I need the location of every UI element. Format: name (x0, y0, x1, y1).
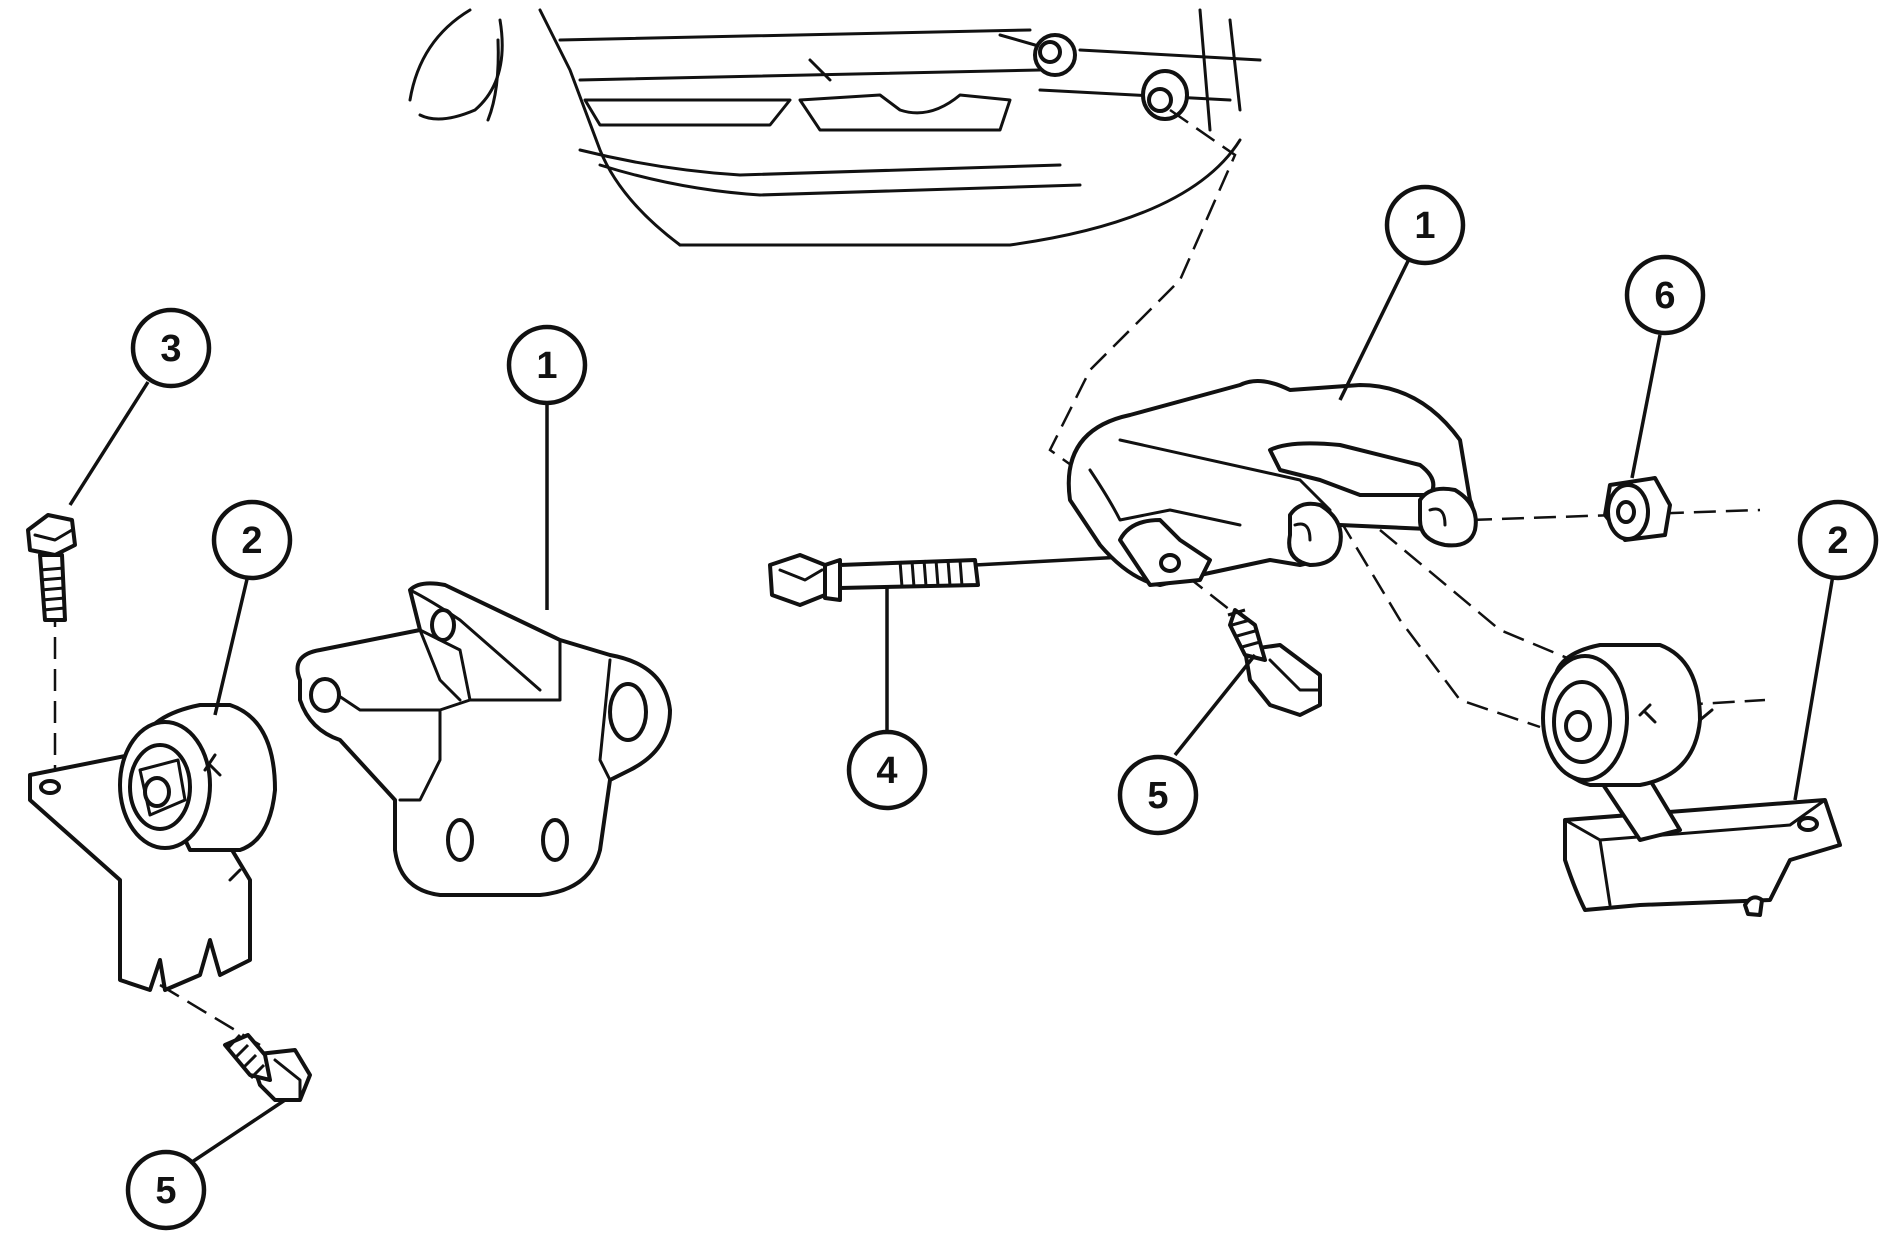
callout-4-label: 4 (876, 750, 897, 792)
callout-2-left-label: 2 (241, 520, 262, 562)
callout-2-right-label: 2 (1827, 520, 1848, 562)
callout-1-left-label: 1 (536, 345, 557, 387)
mount-bracket-right (1066, 379, 1478, 587)
callout-3-label: 3 (160, 328, 181, 370)
nut-6 (1603, 476, 1672, 542)
bolt-4 (768, 553, 1161, 607)
bolt-3-left (26, 513, 77, 622)
callout-2-left: 2 (211, 499, 293, 581)
callout-4: 4 (846, 729, 928, 811)
bolt-5-left (223, 1033, 312, 1102)
callout-5-left: 5 (125, 1149, 207, 1231)
callout-6: 6 (1624, 254, 1706, 336)
leader-lines (68, 256, 1835, 1164)
callout-5-mid: 5 (1117, 754, 1199, 836)
callout-6-label: 6 (1654, 275, 1675, 317)
leader-3 (68, 381, 150, 506)
mount-bracket-left (295, 581, 672, 897)
engine-mount-insulator-right (1541, 643, 1842, 917)
transmission-housing (408, 8, 1262, 247)
bolt-5-center (1227, 608, 1322, 717)
callout-5-mid-label: 5 (1147, 775, 1168, 817)
engine-mount-insulator-left (28, 703, 277, 992)
callout-1-left: 1 (506, 324, 588, 406)
callout-2-right: 2 (1797, 499, 1879, 581)
leader-1-right (1338, 256, 1412, 401)
callout-5-left-label: 5 (155, 1170, 176, 1212)
housing-nut-right (1141, 69, 1189, 121)
leader-2-right (1793, 574, 1835, 801)
callout-1-right: 1 (1384, 184, 1466, 266)
callout-1-right-label: 1 (1414, 205, 1435, 247)
leader-6 (1630, 334, 1662, 479)
housing-nut-left (998, 33, 1077, 77)
leader-2-left (213, 574, 250, 716)
leader-5-mid (1173, 653, 1257, 757)
leader-5-left (191, 1098, 286, 1164)
callout-3: 3 (130, 307, 212, 389)
